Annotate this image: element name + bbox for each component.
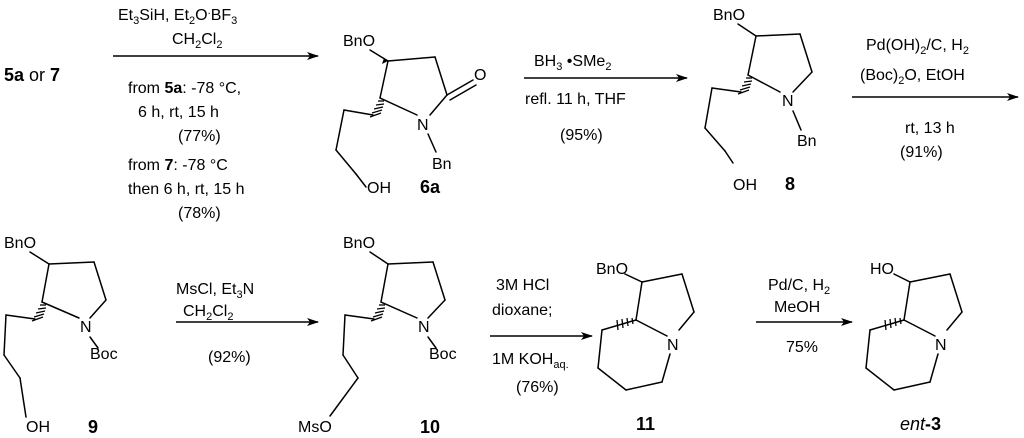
svg-text:Boc: Boc: [429, 346, 457, 363]
svg-text:OH: OH: [367, 180, 391, 197]
step4-yield: (92%): [208, 349, 251, 366]
step3-reagent-line2: (Boc)2O, EtOH: [860, 67, 965, 87]
svg-text:N: N: [80, 319, 92, 336]
svg-text:BnO: BnO: [4, 235, 36, 252]
step5-reagent-line3: 1M KOHaq.: [492, 351, 569, 371]
step4-reagent-line2: CH2Cl2: [183, 303, 233, 323]
svg-text:BnO: BnO: [343, 235, 375, 252]
svg-text:Bn: Bn: [797, 133, 817, 150]
compound-label-ent3: ent-3: [900, 414, 941, 434]
step4-reagent-line1: MsCl, Et3N: [176, 281, 254, 301]
svg-text:BnO: BnO: [596, 261, 628, 278]
svg-text:N: N: [417, 117, 429, 134]
step1-reagent-line1: Et3SiH, Et2O.BF3: [118, 5, 237, 27]
starting-material-label: 5a or 7: [4, 65, 60, 85]
svg-text:BnO: BnO: [343, 33, 375, 50]
svg-text:OH: OH: [26, 419, 50, 436]
step1-from-7-yield: (78%): [178, 205, 221, 222]
compound-ent3-structure: HO N: [865, 261, 963, 391]
step1-reagent-line2: CH2Cl2: [172, 31, 222, 51]
svg-text:Bn: Bn: [432, 156, 452, 173]
step1-from-7-line1: from 7: -78 °C: [128, 157, 228, 174]
step1-from-5a-yield: (77%): [178, 128, 221, 145]
step1-from-5a-line1: from 5a: -78 °C,: [128, 80, 241, 97]
compound-6a-structure: BnO N O Bn OH: [335, 33, 486, 197]
step6-reagent-line2: MeOH: [774, 299, 820, 316]
step1-from-7-line2: then 6 h, rt, 15 h: [128, 181, 245, 198]
compound-label-9: 9: [88, 417, 98, 437]
svg-text:N: N: [418, 319, 430, 336]
svg-text:OH: OH: [733, 177, 757, 194]
svg-text:HO: HO: [870, 261, 894, 278]
svg-text:N: N: [935, 337, 947, 354]
svg-text:N: N: [667, 337, 679, 354]
step1-from-5a-line2: 6 h, rt, 15 h: [138, 104, 219, 121]
svg-text:O: O: [474, 67, 486, 84]
compound-8-structure: BnO N Bn OH: [704, 7, 817, 194]
step5-reagent-line2: dioxane;: [492, 302, 553, 319]
svg-text:BnO: BnO: [713, 7, 745, 24]
step6-yield: 75%: [786, 339, 818, 356]
compound-11-structure: BnO N: [596, 261, 695, 391]
compound-label-10: 10: [420, 417, 440, 437]
compound-10-structure: BnO N Boc MsO: [298, 235, 457, 436]
step3-reagent-line1: Pd(OH)2/C, H2: [866, 37, 969, 57]
compound-label-11: 11: [636, 414, 655, 434]
svg-text:N: N: [782, 93, 794, 110]
step3-yield: (91%): [900, 144, 943, 161]
step2-yield: (95%): [560, 127, 603, 144]
compound-9-structure: BnO N Boc OH: [3, 235, 118, 436]
step3-conditions: rt, 13 h: [905, 120, 955, 137]
compound-label-6a: 6a: [420, 177, 441, 197]
svg-text:Boc: Boc: [90, 346, 118, 363]
step2-conditions: refl. 11 h, THF: [525, 91, 626, 108]
step6-reagent-line1: Pd/C, H2: [768, 277, 830, 297]
svg-text:MsO: MsO: [298, 419, 332, 436]
step5-yield: (76%): [516, 379, 559, 396]
step5-reagent-line1: 3M HCl: [496, 277, 549, 294]
compound-label-8: 8: [785, 174, 795, 194]
step2-reagent: BH3 •SMe2: [534, 53, 611, 73]
